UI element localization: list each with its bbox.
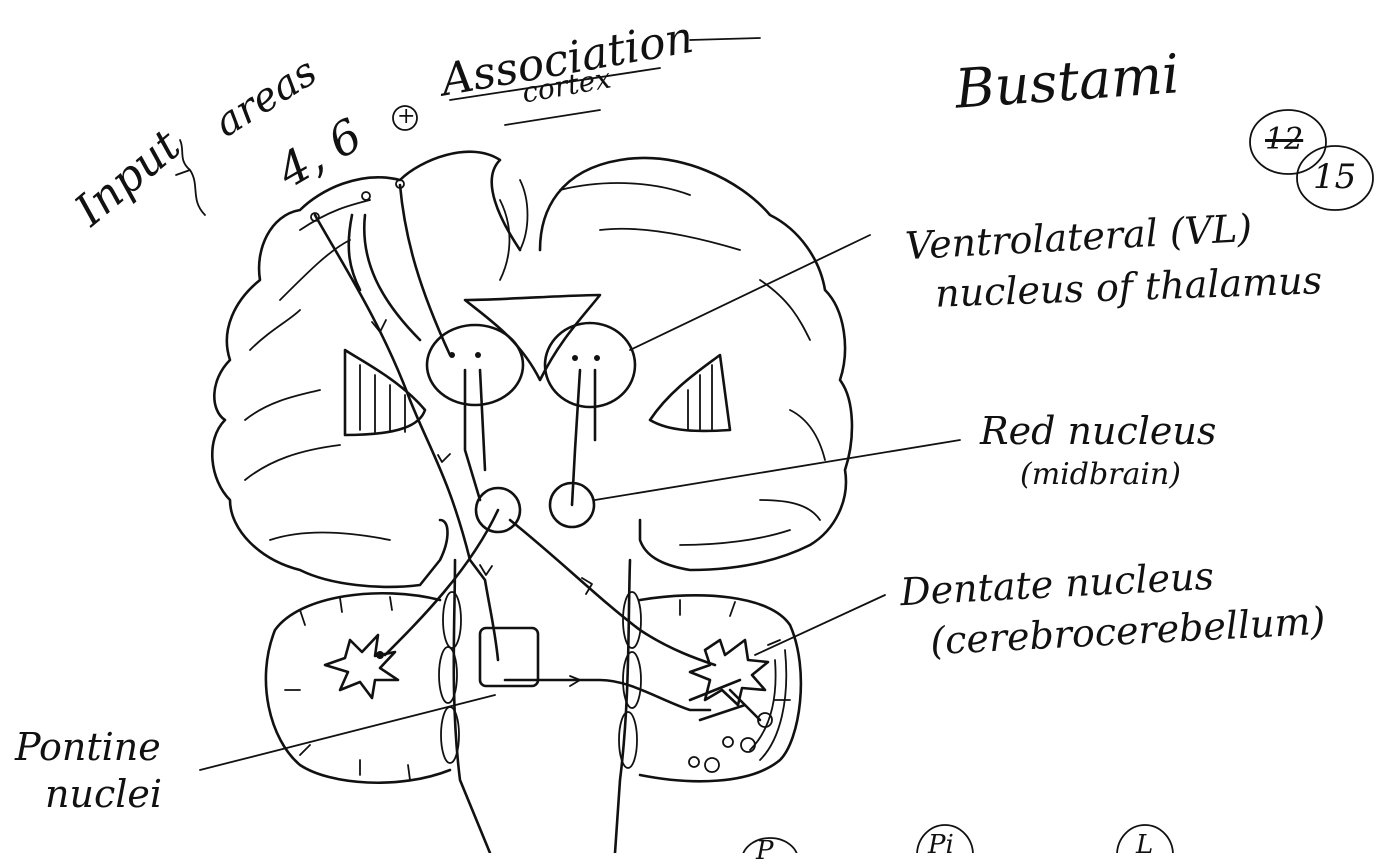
brainstem bbox=[454, 560, 630, 853]
page-number-crossed: 12 bbox=[1265, 125, 1303, 155]
pontine-label-line1: Pontine bbox=[15, 728, 161, 766]
plus-sign: + bbox=[397, 106, 415, 128]
bottom-mark-1: P bbox=[756, 838, 774, 864]
bottom-mark-3: L bbox=[1136, 832, 1153, 858]
vl-nucleus-right bbox=[545, 323, 635, 407]
leader-red bbox=[595, 440, 960, 500]
leader-vl bbox=[630, 235, 870, 350]
cerebellum-left bbox=[266, 593, 450, 782]
pontine-label-line2: nuclei bbox=[45, 775, 162, 813]
dentate-nucleus-left bbox=[325, 635, 398, 698]
leader-dentate bbox=[755, 595, 885, 655]
page-number: 15 bbox=[1313, 160, 1356, 194]
pontine-nucleus-box bbox=[480, 628, 538, 686]
cerebrum-outline bbox=[212, 152, 520, 587]
author-signature: Bustami bbox=[953, 47, 1181, 117]
red-nucleus-label-line1: Red nucleus bbox=[980, 412, 1216, 450]
bottom-mark-2: Pi bbox=[928, 832, 954, 858]
third-ventricle bbox=[465, 295, 600, 380]
left-ventricle bbox=[345, 350, 425, 435]
leader-pontine bbox=[200, 695, 495, 770]
right-ventricle bbox=[650, 355, 730, 431]
red-nucleus-label-line2: (midbrain) bbox=[1020, 460, 1181, 490]
